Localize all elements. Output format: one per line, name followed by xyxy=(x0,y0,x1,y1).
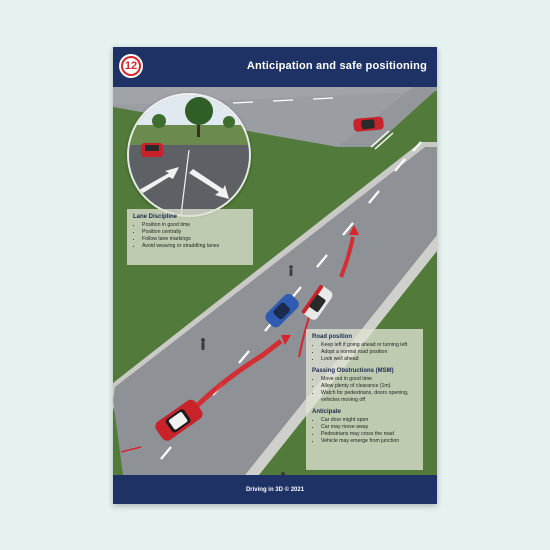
header-bar: 12 Anticipation and safe positioning xyxy=(113,47,437,87)
list-item: Look well ahead xyxy=(321,356,417,363)
inset-scene xyxy=(129,95,249,215)
list-item: Car may move away xyxy=(321,424,417,431)
list-item: Move out in good time xyxy=(321,376,417,383)
footer-bar: Driving in 3D © 2021 xyxy=(113,475,437,504)
tree-icon xyxy=(152,97,235,137)
road-position-list: Keep left if going ahead or turning left… xyxy=(312,342,417,363)
guidance-panel: Road position Keep left if going ahead o… xyxy=(306,329,423,470)
road-position-heading: Road position xyxy=(312,334,352,340)
list-item: Position centrally xyxy=(142,229,247,236)
red-car-icon xyxy=(301,284,333,320)
road-scene xyxy=(113,87,437,475)
list-item: Pedestrians may cross the road xyxy=(321,431,417,438)
list-item: Avoid weaving or straddling lanes xyxy=(142,243,247,250)
list-item: Adopt a normal road position xyxy=(321,349,417,356)
lesson-badge: 12 xyxy=(119,54,143,78)
page-title: Anticipation and safe positioning xyxy=(246,60,427,72)
blue-car-icon xyxy=(265,294,299,328)
lane-discipline-heading: Lane Discipline xyxy=(133,214,178,220)
list-item: Car door might open xyxy=(321,417,417,424)
list-item: Vehicle may emerge from junction xyxy=(321,438,417,445)
list-item: Allow plenty of clearance (1m) xyxy=(321,383,417,390)
list-item: Watch for pedestrians, doors opening, ve… xyxy=(321,390,417,404)
list-item: Keep left if going ahead or turning left xyxy=(321,342,417,349)
list-item: Follow lane markings xyxy=(142,236,247,243)
list-item: Position in good time xyxy=(142,222,247,229)
red-car-icon xyxy=(155,399,203,441)
lane-discipline-list: Position in good time Position centrally… xyxy=(133,222,247,250)
anticipate-list: Car door might open Car may move away Pe… xyxy=(312,417,417,445)
poster: 12 Anticipation and safe positioning xyxy=(113,47,437,504)
lesson-number: 12 xyxy=(121,56,141,76)
lane-discipline-panel: Lane Discipline Position in good time Po… xyxy=(127,209,253,265)
lane-marking-inset xyxy=(127,93,251,217)
pedestrian-icon xyxy=(201,265,293,475)
red-car-icon xyxy=(353,116,384,132)
copyright-text: Driving in 3D © 2021 xyxy=(245,486,305,493)
passing-obstructions-heading: Passing Obstructions (MSM) xyxy=(312,368,394,375)
red-car-icon xyxy=(141,143,163,157)
passing-obstructions-list: Move out in good time Allow plenty of cl… xyxy=(312,376,417,404)
anticipate-heading: Anticipate xyxy=(312,409,342,416)
